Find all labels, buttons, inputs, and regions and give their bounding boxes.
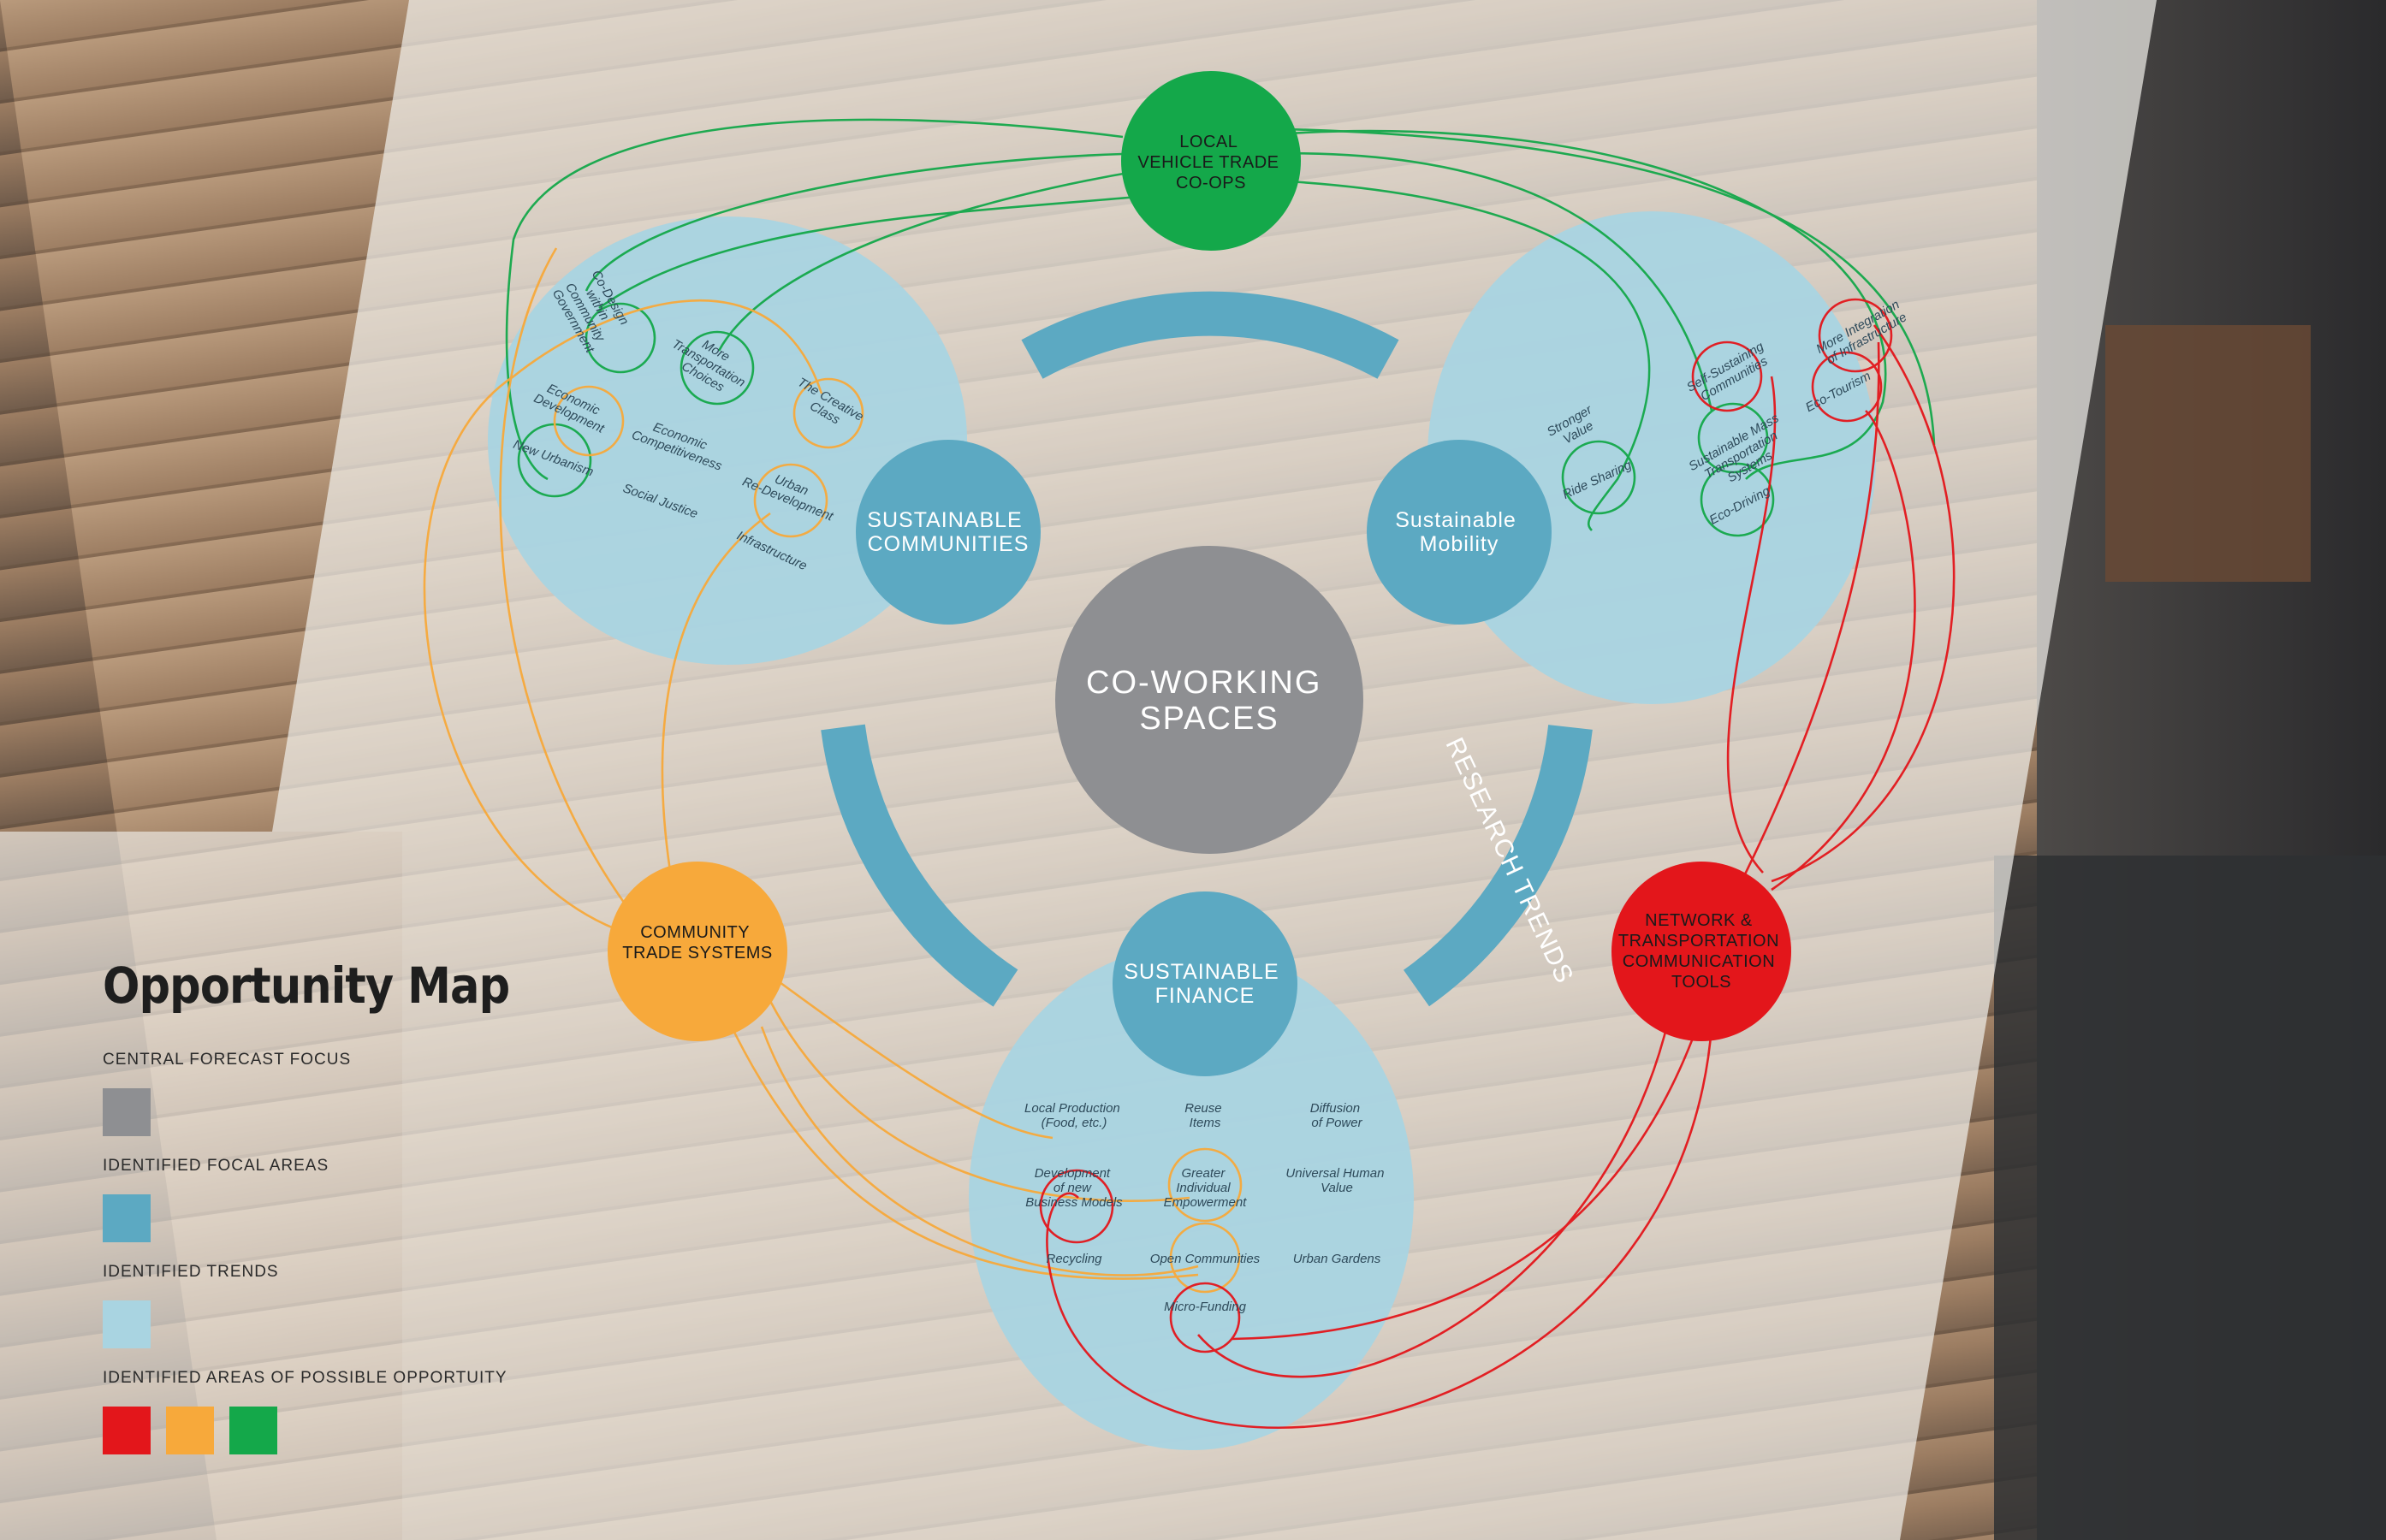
focal-communities-circle xyxy=(856,440,1041,625)
legend-trends-swatch xyxy=(103,1300,151,1348)
legend-focal-swatch xyxy=(103,1194,151,1242)
background-office-panel xyxy=(1994,856,2386,1540)
legend-opportunity-label: IDENTIFIED AREAS OF POSSIBLE OPPORTUITY xyxy=(103,1369,507,1387)
opportunity-trade-label: COMMUNITY TRADE SYSTEMS xyxy=(622,923,772,962)
legend-central-swatch xyxy=(103,1088,151,1136)
opportunity-trade-circle xyxy=(608,862,787,1041)
legend-title: Opportunity Map xyxy=(103,957,510,1015)
background-office-desk xyxy=(2105,325,2311,582)
focal-finance-circle xyxy=(1113,891,1297,1076)
central-focus-label: CO-WORKING SPACES xyxy=(1086,665,1332,737)
trend-labels-finance: Local Production (Food, etc.) Reuse Item… xyxy=(1024,1101,1387,1314)
trend-diffusion-power: Diffusion of Power xyxy=(1310,1101,1364,1130)
legend-opportunity-green-swatch xyxy=(229,1407,277,1454)
ring-segment-top xyxy=(1021,291,1399,379)
trend-area-finance xyxy=(969,945,1414,1450)
opportunity-network-circle xyxy=(1611,862,1791,1041)
connections-green xyxy=(505,118,1936,537)
focal-finance-label: SUSTAINABLE FINANCE xyxy=(1124,960,1285,1008)
connections-red xyxy=(1039,298,1956,1429)
legend-opportunity-red-swatch xyxy=(103,1407,151,1454)
legend-focal-label: IDENTIFIED FOCAL AREAS xyxy=(103,1157,329,1175)
trend-open-communities: Open Communities xyxy=(1150,1252,1261,1266)
focal-mobility-circle xyxy=(1367,440,1552,625)
trend-universal-human-value: Universal Human Value xyxy=(1285,1166,1387,1195)
central-focus-circle xyxy=(1055,546,1363,854)
trend-urban-gardens: Urban Gardens xyxy=(1293,1252,1381,1266)
focal-mobility-label: Sustainable Mobility xyxy=(1395,508,1523,556)
opportunity-vehicle-label: LOCAL VEHICLE TRADE CO-OPS xyxy=(1137,133,1284,192)
ring-segments xyxy=(821,291,1593,1007)
trend-local-production: Local Production (Food, etc.) xyxy=(1024,1101,1124,1130)
ring-segment-left xyxy=(821,724,1018,1007)
connections-orange xyxy=(423,247,1243,1294)
trend-individual-empowerment: Greater Individual Empowerment xyxy=(1164,1166,1248,1210)
legend-central-label: CENTRAL FORECAST FOCUS xyxy=(103,1051,352,1069)
trend-reuse-items: Reuse Items xyxy=(1184,1101,1226,1130)
trend-micro-funding: Micro-Funding xyxy=(1164,1300,1247,1314)
focal-communities-label: SUSTAINABLE COMMUNITIES xyxy=(867,508,1029,556)
opportunity-network-label: NETWORK & TRANSPORTATION COMMUNICATION T… xyxy=(1618,911,1784,992)
trend-area-communities xyxy=(488,216,967,665)
legend-trends-label: IDENTIFIED TRENDS xyxy=(103,1263,279,1281)
trend-recycling: Recycling xyxy=(1046,1252,1102,1266)
ring-segment-right xyxy=(1403,724,1593,1007)
opportunity-vehicle-circle xyxy=(1121,71,1301,251)
trend-business-models: Development of new Business Models xyxy=(1025,1166,1123,1210)
trend-area-mobility xyxy=(1427,211,1876,704)
legend-opportunity-orange-swatch xyxy=(166,1407,214,1454)
